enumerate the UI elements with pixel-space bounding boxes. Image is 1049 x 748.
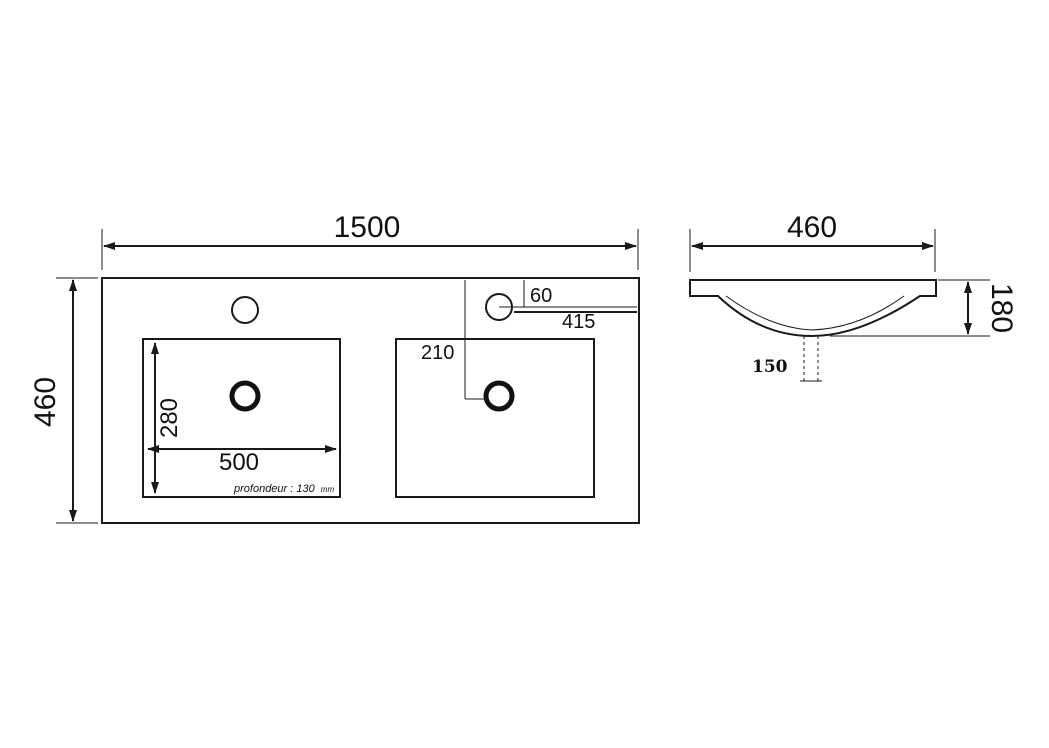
basin-height-label: 280 xyxy=(156,398,183,438)
drain-offset-label: 210 xyxy=(421,342,454,364)
depth-label: 460 xyxy=(29,377,62,427)
basin-depth-note: profondeur : 130 xyxy=(233,483,316,495)
right-basin-outline xyxy=(395,338,595,498)
top-view: 1500 460 280 500 profondeur : 130 mm xyxy=(29,211,640,524)
basin-width-label: 500 xyxy=(219,449,259,476)
svg-text:profondeur : 130 mm: profondeur : 130 mm xyxy=(233,483,334,495)
width-label: 1500 xyxy=(334,211,401,244)
drain-length-label: 150 xyxy=(752,357,788,377)
side-height-label: 180 xyxy=(985,283,1018,333)
vanity-top-outline xyxy=(101,277,640,524)
left-tap-hole-icon xyxy=(231,296,259,324)
depth-dimension: 460 xyxy=(29,277,98,524)
tap-distance-label: 415 xyxy=(562,311,595,333)
left-basin-outline xyxy=(142,338,341,498)
side-depth-dimension: 460 xyxy=(689,211,936,272)
side-depth-label: 460 xyxy=(787,211,837,244)
left-drain-icon xyxy=(229,380,261,412)
right-drain-icon xyxy=(483,380,515,412)
tap-offset-label: 60 xyxy=(530,285,552,307)
right-basin: 60 415 210 xyxy=(395,280,637,498)
side-basin-profile xyxy=(689,279,937,338)
left-basin: 280 500 profondeur : 130 mm xyxy=(142,296,341,498)
basin-depth-unit: mm xyxy=(321,485,335,494)
side-drain-pipe: 150 xyxy=(752,336,822,382)
width-dimension: 1500 xyxy=(101,211,639,270)
side-view: 460 150 180 xyxy=(689,211,1018,382)
side-height-dimension: 180 xyxy=(830,279,1018,337)
